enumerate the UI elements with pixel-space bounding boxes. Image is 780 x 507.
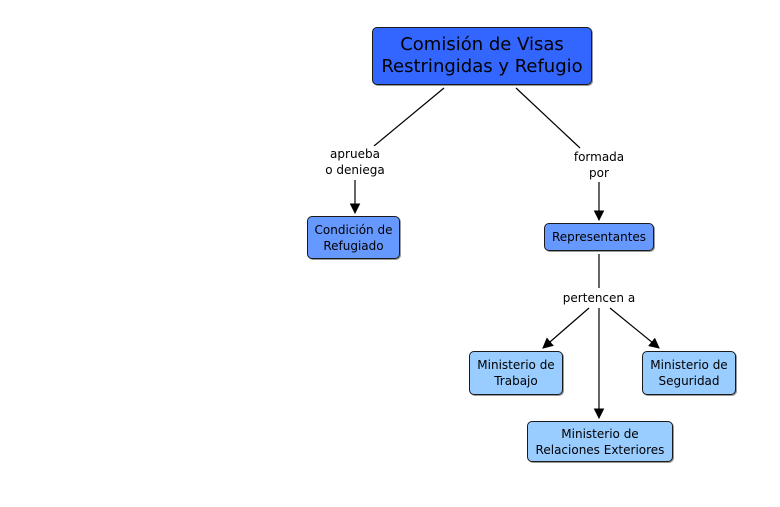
- link-label-aprueba: aprueba o deniega: [325, 146, 385, 178]
- node-seguridad-label: Ministerio de Seguridad: [650, 358, 728, 388]
- node-comision-label: Comisión de Visas Restringidas y Refugio: [381, 34, 583, 77]
- node-condicion-label: Condición de Refugiado: [314, 222, 393, 253]
- link-label-formada: formada por: [573, 149, 625, 181]
- node-relaciones-label: Ministerio de Relaciones Exteriores: [535, 426, 665, 457]
- node-relaciones[interactable]: Ministerio de Relaciones Exteriores: [527, 421, 673, 462]
- node-trabajo-label: Ministerio de Trabajo: [477, 358, 555, 388]
- arrow-pertencen-to-seguridad: [609, 307, 660, 349]
- line-comision-to-aprueba: [373, 87, 445, 147]
- node-comision[interactable]: Comisión de Visas Restringidas y Refugio: [372, 27, 592, 85]
- line-comision-to-formada: [515, 87, 581, 149]
- arrow-pertencen-to-trabajo: [542, 307, 590, 349]
- node-representantes-label: Representantes: [551, 230, 647, 244]
- node-trabajo[interactable]: Ministerio de Trabajo: [469, 351, 563, 395]
- node-condicion[interactable]: Condición de Refugiado: [307, 216, 400, 259]
- link-label-pertencen: pertencen a: [562, 290, 636, 306]
- node-seguridad[interactable]: Ministerio de Seguridad: [642, 351, 736, 395]
- node-representantes[interactable]: Representantes: [544, 223, 654, 251]
